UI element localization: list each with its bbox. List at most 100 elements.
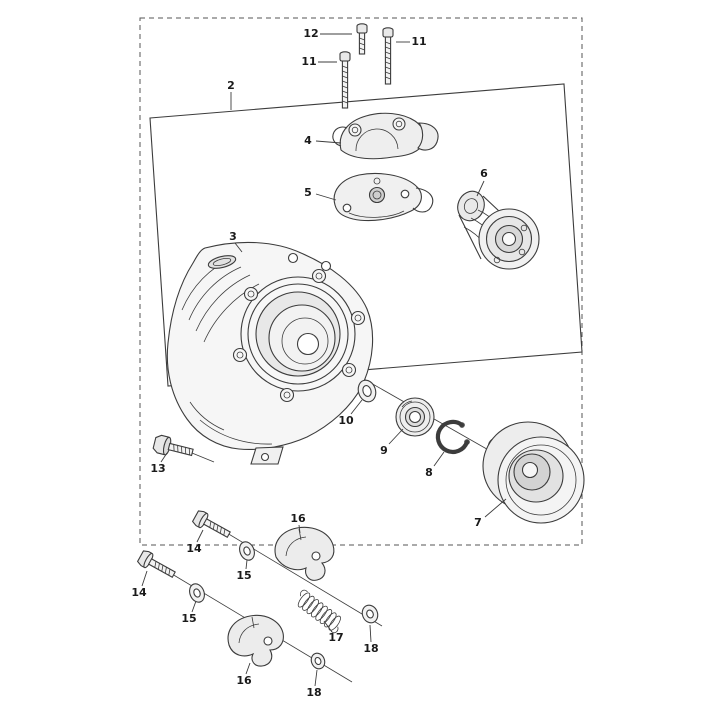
part-7-clutch-drum bbox=[482, 421, 585, 524]
top-mount-hole bbox=[320, 260, 332, 272]
part-label-9: 9 bbox=[380, 444, 388, 457]
part-9-ball-bearing bbox=[395, 397, 435, 437]
spring-hook bbox=[299, 589, 308, 597]
part-11-screw-left bbox=[339, 51, 351, 109]
washer-hole bbox=[314, 656, 322, 666]
shaft-hole bbox=[296, 332, 320, 356]
circlip-eye bbox=[464, 439, 470, 445]
part-label-12: 12 bbox=[303, 27, 318, 40]
part-15-washer-upper bbox=[239, 541, 255, 561]
spring-coil bbox=[324, 612, 337, 628]
spring-coil bbox=[310, 602, 324, 618]
axis-line-upper-clutch-row bbox=[211, 523, 383, 627]
shoe-pivot-hole bbox=[311, 551, 321, 561]
shoe-body bbox=[227, 614, 284, 667]
part-16-clutch-shoe-lower bbox=[227, 614, 284, 667]
leader-line-18-right bbox=[369, 624, 372, 643]
bolt-boss bbox=[232, 347, 248, 363]
leader-line-13 bbox=[160, 452, 168, 463]
part-4-upper-clamp bbox=[332, 112, 439, 160]
bolt-hole bbox=[247, 290, 255, 298]
part-11-screw-right bbox=[382, 27, 394, 85]
part-label-18-right: 18 bbox=[363, 642, 378, 655]
leader-lines bbox=[141, 33, 507, 687]
clamp-saddle-arc bbox=[355, 128, 399, 152]
drum-hub bbox=[521, 461, 539, 479]
circlip-ring bbox=[435, 419, 470, 455]
part-label-16-lower: 16 bbox=[236, 674, 252, 687]
bolt-boss bbox=[311, 268, 327, 284]
leader-line-16-lower bbox=[245, 662, 251, 675]
bracket-hole bbox=[342, 203, 352, 213]
part-label-7: 7 bbox=[474, 516, 482, 529]
housing-inner-wall bbox=[189, 401, 225, 431]
clamp-bolt-boss bbox=[392, 117, 406, 131]
bolt-boss bbox=[243, 286, 259, 302]
part-label-14-upper: 14 bbox=[186, 542, 202, 555]
bolt-hole bbox=[345, 366, 353, 374]
washer-hole bbox=[193, 588, 201, 598]
part-10-washer bbox=[357, 379, 377, 403]
leader-line-14-upper bbox=[196, 529, 204, 543]
washer-hole bbox=[243, 546, 251, 556]
subassembly-solid-box bbox=[149, 83, 583, 387]
part-label-6: 6 bbox=[480, 167, 488, 180]
coupling-center-hole bbox=[501, 231, 517, 247]
leader-line-15-lower bbox=[191, 600, 197, 613]
coupling-edge bbox=[458, 214, 482, 260]
part-label-8: 8 bbox=[425, 466, 433, 479]
shoe-pivot-hole bbox=[263, 636, 273, 646]
leader-line-4 bbox=[315, 140, 342, 144]
bracket-wing bbox=[412, 187, 434, 213]
clamp-bolt-hole bbox=[395, 120, 403, 128]
shoe-slot bbox=[251, 616, 255, 629]
part-17-spring bbox=[297, 589, 341, 634]
part-3-clutch-housing bbox=[166, 241, 374, 465]
spring-coil bbox=[306, 599, 319, 615]
part-label-13: 13 bbox=[150, 462, 165, 475]
bracket-hole-small bbox=[373, 177, 381, 185]
bracket-edge-line bbox=[348, 210, 405, 218]
shoe-inner-arc bbox=[238, 623, 260, 644]
part-label-16-upper: 16 bbox=[290, 512, 306, 525]
spring-coil bbox=[319, 609, 333, 625]
drum-face-ring bbox=[505, 444, 577, 516]
leader-line-18-lower bbox=[314, 669, 318, 687]
housing-fin bbox=[188, 266, 242, 321]
coupling-face-hole bbox=[520, 224, 528, 232]
bolt-boss bbox=[350, 310, 366, 326]
bolt-hole bbox=[354, 314, 362, 322]
housing-vent-slot-inner bbox=[212, 257, 232, 267]
clamp-wing bbox=[417, 122, 439, 151]
part-15-washer-lower bbox=[189, 583, 205, 603]
bracket-boss bbox=[368, 186, 386, 204]
spring-coil bbox=[302, 595, 315, 611]
leader-line-16-upper bbox=[298, 524, 301, 534]
part-18-washer-lower bbox=[310, 652, 326, 670]
leader-line-14-lower bbox=[141, 570, 148, 587]
part-8-circlip bbox=[435, 419, 470, 455]
bracket-boss-hole bbox=[372, 190, 382, 200]
leader-line-8 bbox=[433, 451, 445, 467]
coupling-face-hole bbox=[493, 256, 501, 264]
leader-line-3 bbox=[234, 242, 243, 253]
leader-line-9 bbox=[388, 428, 404, 445]
axis-line-bolt-13 bbox=[191, 452, 215, 463]
coupling-edge bbox=[482, 195, 501, 213]
shoe-inner-arc bbox=[285, 536, 307, 557]
top-mount-hole bbox=[287, 252, 299, 264]
part-labels: 12 11 11 2 4 5 6 3 10 9 8 7 13 14 15 16 … bbox=[131, 27, 488, 699]
leader-line-17 bbox=[323, 620, 333, 633]
part-label-15-upper: 15 bbox=[236, 569, 251, 582]
bolt-hole bbox=[236, 351, 244, 359]
bore-step bbox=[281, 317, 329, 365]
part-label-17: 17 bbox=[328, 631, 343, 644]
bracket-hole bbox=[400, 189, 410, 199]
bolt-hole bbox=[315, 272, 323, 280]
shoe-body bbox=[274, 526, 335, 581]
spring-coil bbox=[328, 615, 341, 631]
coupling-rear-bore bbox=[463, 198, 479, 214]
washer-hole bbox=[362, 385, 372, 397]
bolt-threads bbox=[173, 444, 191, 455]
